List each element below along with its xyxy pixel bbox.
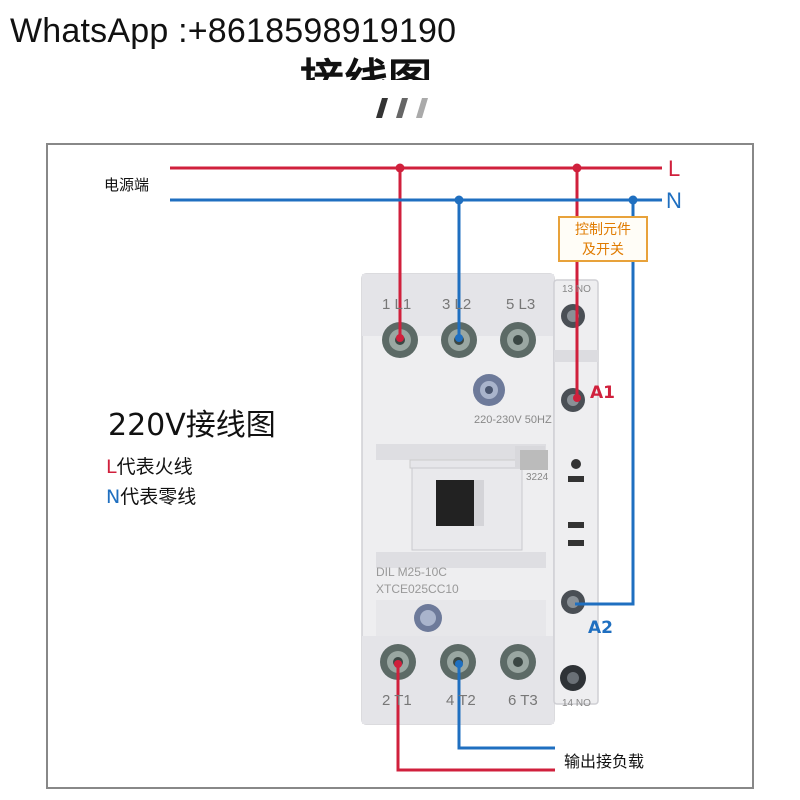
heading-slashes	[376, 98, 428, 118]
legend-l: L代表火线	[106, 452, 193, 479]
aux-top-label: 13 NO	[562, 284, 591, 295]
coil-voltage-label: 220-230V 50HZ	[474, 414, 552, 426]
diagram-title: 220V接线图	[108, 408, 276, 443]
terminal-label-t2: 4 T2	[446, 692, 476, 709]
screw-l3	[500, 322, 536, 358]
aux-bottom-label: 14 NO	[562, 698, 591, 709]
output-load-label: 输出接负载	[564, 752, 645, 771]
terminal-label-l1: 1 L1	[382, 296, 412, 313]
qr-code	[520, 450, 548, 470]
terminal-label-t3: 6 T3	[508, 692, 538, 709]
line-label-l: L	[668, 156, 681, 181]
control-element-box: 控制元件 及开关	[558, 216, 648, 262]
screw-a1	[561, 388, 585, 412]
wire-n-nodes	[454, 195, 638, 668]
terminal-label-t1: 2 T1	[382, 692, 412, 709]
screw-14no	[560, 665, 586, 691]
control-box-line2: 及开关	[582, 242, 624, 258]
model-line2: XTCE025CC10	[376, 582, 459, 596]
model-line1: DIL M25-10C	[376, 565, 447, 579]
screw-center-bottom	[414, 604, 442, 632]
legend-n-key: N	[106, 486, 121, 508]
whatsapp-watermark: WhatsApp :+8618598919190	[10, 12, 457, 50]
coil-a1-label: A1	[590, 383, 615, 403]
screw-a2	[561, 590, 585, 614]
coil-a2-label: A2	[588, 618, 613, 638]
power-source-label: 电源端	[104, 176, 150, 194]
legend-n: N代表零线	[106, 482, 196, 509]
screw-13no	[561, 304, 585, 328]
page-heading: 接线图	[300, 46, 432, 80]
screw-center	[473, 374, 505, 406]
screw-t3	[500, 644, 536, 680]
legend-l-text: 代表火线	[116, 456, 193, 478]
wire-n	[170, 198, 662, 750]
actuator-black	[436, 480, 474, 526]
terminal-label-l3: 5 L3	[506, 296, 536, 313]
line-label-n: N	[666, 188, 682, 213]
diagram-frame	[46, 143, 754, 789]
wire-l-nodes	[394, 163, 582, 668]
legend-l-key: L	[106, 456, 117, 478]
legend-n-text: 代表零线	[120, 486, 197, 508]
code-3224: 3224	[526, 472, 549, 483]
control-box-line1: 控制元件	[575, 222, 631, 238]
terminal-label-l2: 3 L2	[442, 296, 472, 313]
